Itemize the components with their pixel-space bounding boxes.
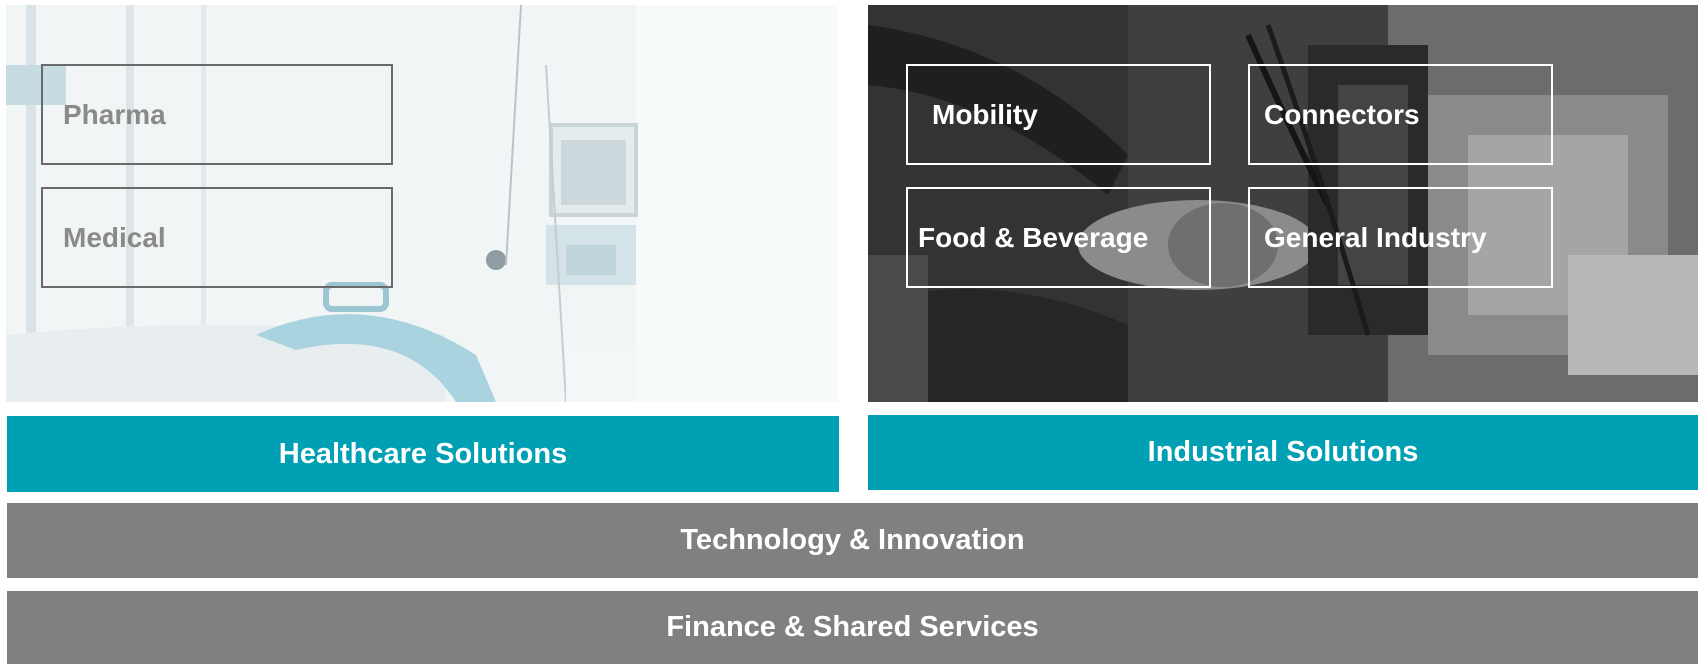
hospital-room-image (6, 5, 838, 402)
tile-medical[interactable]: Medical (41, 187, 393, 288)
tile-connectors[interactable]: Connectors (1248, 64, 1553, 165)
robot-arm-image (868, 5, 1698, 402)
finance-shared-services-bar[interactable]: Finance & Shared Services (7, 591, 1698, 664)
healthcare-photo (6, 5, 838, 402)
tile-general-industry[interactable]: General Industry (1248, 187, 1553, 288)
tile-pharma[interactable]: Pharma (41, 64, 393, 165)
healthcare-solutions-bar[interactable]: Healthcare Solutions (7, 416, 839, 492)
tile-food-beverage[interactable]: Food & Beverage (906, 187, 1211, 288)
tile-mobility[interactable]: Mobility (906, 64, 1211, 165)
industrial-photo (868, 5, 1698, 402)
technology-innovation-bar[interactable]: Technology & Innovation (7, 503, 1698, 578)
industrial-solutions-bar[interactable]: Industrial Solutions (868, 415, 1698, 490)
